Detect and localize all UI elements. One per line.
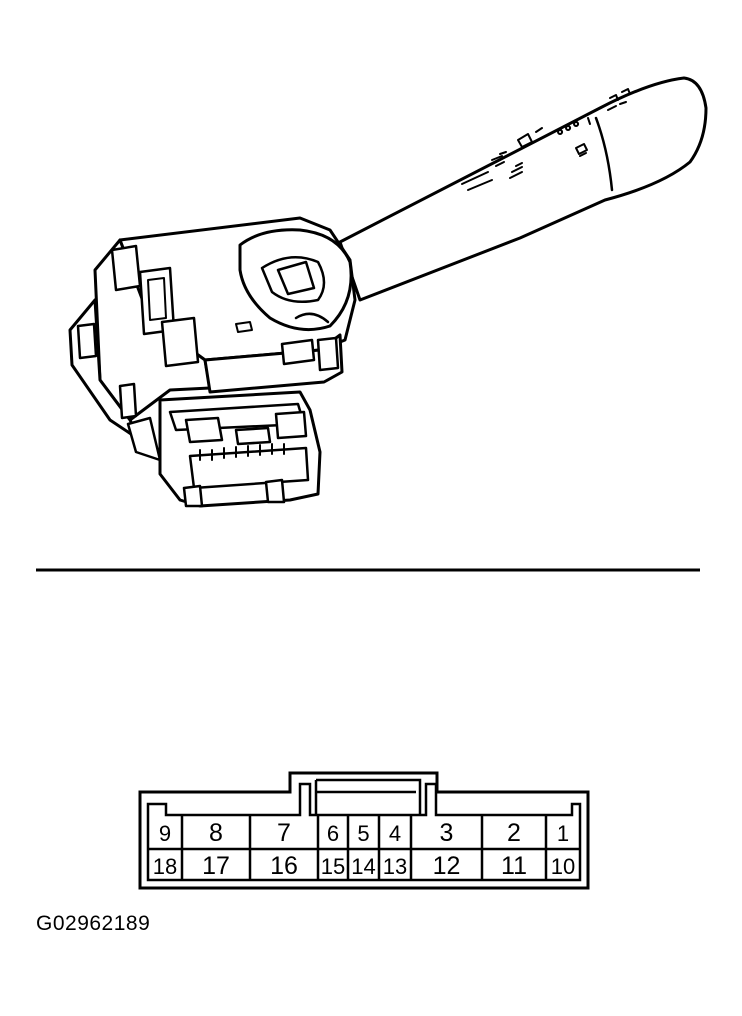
pin-label-2: 2: [507, 819, 521, 847]
connector-latch: [314, 778, 422, 815]
lever-markings: [461, 88, 631, 191]
connector-inner-ledge: [146, 782, 582, 882]
pin-label-9: 9: [159, 821, 171, 846]
pin-label-5: 5: [357, 821, 369, 846]
switch-housing: [68, 216, 357, 462]
pin-label-8: 8: [209, 819, 223, 847]
connector-face: [138, 771, 590, 890]
pin-label-14: 14: [351, 854, 375, 879]
pin-label-11: 11: [501, 852, 527, 880]
pin-label-1: 1: [557, 821, 569, 846]
combination-switch-illustration: [68, 76, 708, 508]
pin-label-4: 4: [389, 821, 401, 846]
switch-connector-socket: [158, 390, 322, 508]
pin-label-15: 15: [321, 854, 345, 879]
pin-label-6: 6: [327, 821, 339, 846]
pin-label-13: 13: [383, 854, 407, 879]
pin-label-16: 16: [270, 852, 298, 880]
pin-label-17: 17: [202, 852, 230, 880]
pin-label-7: 7: [277, 819, 291, 847]
pin-label-18: 18: [153, 854, 177, 879]
switch-lever: [338, 76, 708, 302]
pin-label-3: 3: [440, 819, 454, 847]
pin-label-12: 12: [433, 852, 461, 880]
figure-code: G02962189: [36, 912, 151, 935]
pin-label-10: 10: [551, 854, 575, 879]
